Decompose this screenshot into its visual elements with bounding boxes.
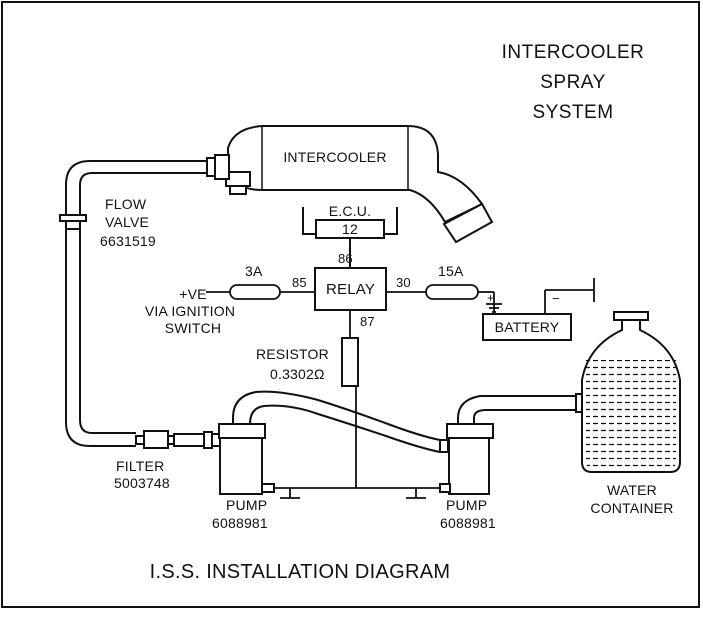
- flow-valve-label-2: VALVE: [105, 214, 150, 230]
- relay-pin-87: 87: [360, 314, 375, 329]
- relay-label: RELAY: [325, 281, 376, 298]
- filter-part-number: 5003748: [114, 475, 170, 491]
- ecu-pin-label: 12: [342, 221, 358, 237]
- power-source-line-1: +VE: [179, 286, 207, 302]
- ecu-unit: [302, 207, 398, 268]
- filter-label: FILTER: [116, 458, 165, 474]
- water-container-label-1: WATER: [607, 482, 657, 498]
- title-line-1: INTERCOOLER: [501, 42, 645, 63]
- relay-box: [314, 267, 387, 311]
- flow-valve: [59, 214, 87, 230]
- relay-pin-30: 30: [396, 275, 411, 290]
- title-line-2: SPRAY: [540, 72, 606, 93]
- battery-minus-sign: −: [552, 291, 560, 306]
- pump-right-unit: [439, 423, 494, 495]
- power-source-line-3: SWITCH: [164, 320, 222, 336]
- battery-plus-sign: +: [487, 291, 495, 305]
- power-source-line-2: VIA IGNITION: [144, 303, 236, 319]
- ecu-label: E.C.U.: [328, 203, 372, 219]
- diagram-caption: I.S.S. INSTALLATION DIAGRAM: [149, 561, 451, 583]
- intercooler-label: INTERCOOLER: [283, 149, 387, 165]
- filter-unit: [135, 430, 213, 449]
- outer-frame: [1, 1, 700, 608]
- pump-right-label: PUMP: [446, 497, 488, 513]
- relay-pin-86: 86: [338, 251, 353, 266]
- hose-right-pump-to-container: [457, 395, 576, 424]
- relay-pin-85: 85: [292, 275, 307, 290]
- hose-valve-to-filter: [65, 229, 136, 447]
- flow-valve-label-1: FLOW: [105, 196, 147, 212]
- pump-left-part-number: 6088981: [212, 515, 268, 531]
- fuse-3a-label: 3A: [245, 263, 263, 279]
- hose-left-pump-to-right-pump: [232, 390, 441, 453]
- pump-right-part-number: 6088981: [440, 515, 496, 531]
- flow-valve-part-number: 6631519: [100, 233, 156, 249]
- fuse-15a-label: 15A: [438, 263, 464, 279]
- battery-unit: [482, 278, 595, 341]
- title-line-3: SYSTEM: [532, 102, 614, 123]
- water-container-label-2: CONTAINER: [590, 500, 674, 516]
- resistor-body: [341, 337, 359, 387]
- resistor-label: RESISTOR: [256, 346, 329, 362]
- resistor-value: 0.3302Ω: [270, 366, 325, 382]
- pump-left-label: PUMP: [226, 497, 268, 513]
- battery-label: BATTERY: [494, 319, 560, 335]
- pump-left-unit: [211, 423, 275, 495]
- relay-wiring: [206, 284, 502, 499]
- hose-intercooler-to-valve: [65, 160, 207, 217]
- intercooler-unit: [206, 125, 494, 244]
- water-container-unit: [575, 311, 681, 473]
